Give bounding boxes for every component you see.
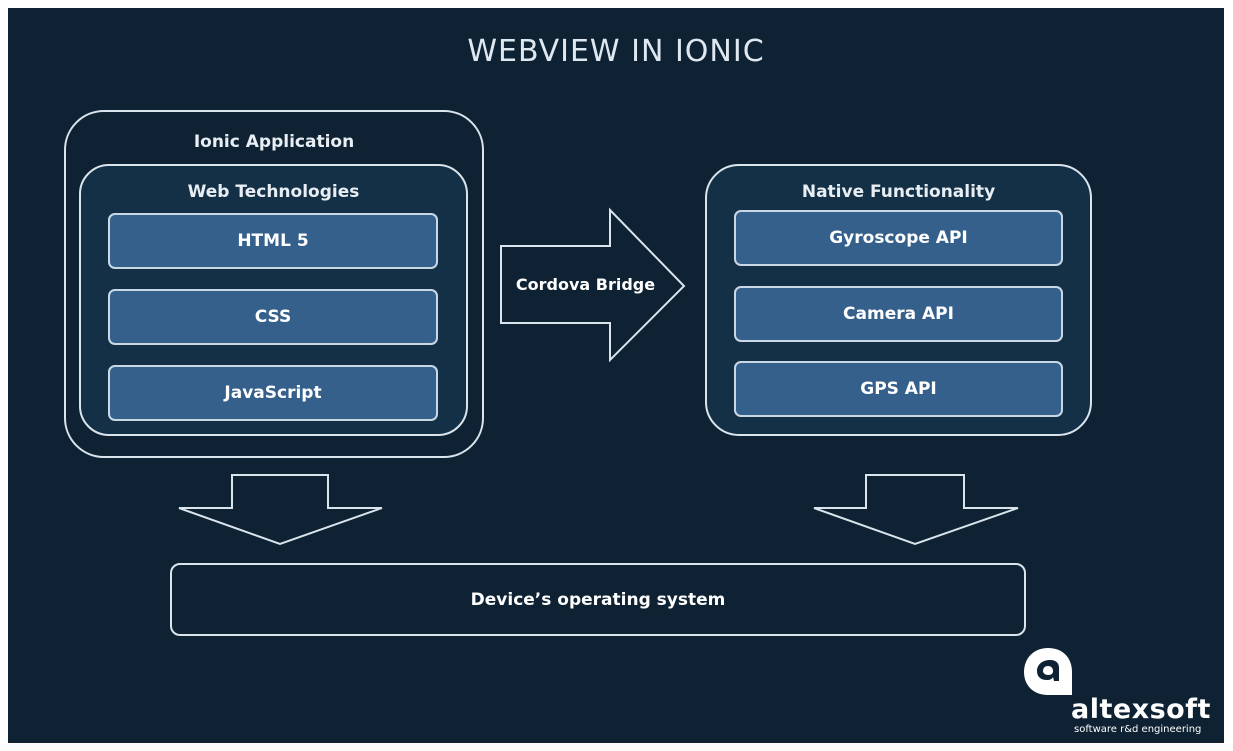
cordova-bridge-label: Cordova Bridge bbox=[515, 275, 656, 294]
right-down-arrow bbox=[813, 474, 1019, 546]
gps-api-item: GPS API bbox=[734, 361, 1063, 417]
operating-system-box: Device’s operating system bbox=[170, 563, 1026, 636]
diagram-title: WEBVIEW IN IONIC bbox=[467, 34, 765, 69]
html5-item: HTML 5 bbox=[108, 213, 438, 269]
arrows-layer bbox=[178, 207, 1019, 546]
diagram-canvas: WEBVIEW IN IONIC Ionic Application Web T… bbox=[8, 8, 1224, 743]
cordova-bridge-arrow bbox=[500, 207, 686, 363]
camera-api-item: Camera API bbox=[734, 286, 1063, 342]
ionic-application-label: Ionic Application bbox=[193, 132, 355, 152]
altexsoft-logo-tagline: software r&d engineering bbox=[1074, 724, 1202, 735]
left-down-arrow bbox=[178, 474, 383, 546]
gyroscope-api-item: Gyroscope API bbox=[734, 210, 1063, 266]
css-item: CSS bbox=[108, 289, 438, 345]
javascript-item: JavaScript bbox=[108, 365, 438, 421]
altexsoft-logo-icon bbox=[1024, 648, 1072, 695]
web-technologies-label: Web Technologies bbox=[187, 182, 360, 202]
native-functionality-label: Native Functionality bbox=[801, 182, 996, 202]
ionic-application-panel: Ionic Application bbox=[64, 110, 484, 458]
altexsoft-logo-name: altexsoft bbox=[1071, 694, 1211, 725]
